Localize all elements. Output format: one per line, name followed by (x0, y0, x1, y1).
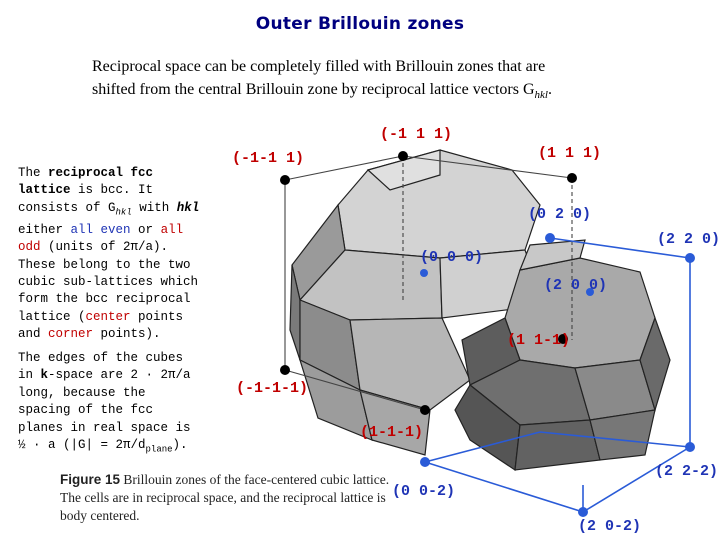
label-p020: (0 2 0) (528, 206, 592, 223)
point-0-0-m2 (420, 457, 430, 467)
intro-line-2: shifted from the central Brillouin zone … (92, 81, 535, 98)
label-p000: (0 0 0) (420, 249, 484, 266)
text-fragment: The edges of the cubes in (18, 351, 184, 383)
label-p20m2: (2 0-2) (578, 518, 642, 535)
text-center: center (85, 309, 131, 324)
point-m1-m1-1 (280, 175, 290, 185)
text-fragment: is bcc. It consists of G (18, 183, 154, 215)
central-brillouin-zone (289, 149, 546, 456)
odd-cube-edges (284, 155, 573, 411)
text-fragment: -space are 2 · 2π/a long, because the sp… (18, 368, 191, 453)
page-title: Outer Brillouin zones (255, 14, 465, 34)
point-2-2-0 (685, 253, 695, 263)
label-mm11: (-1-1 1) (232, 150, 305, 167)
text-fragment: points). (93, 327, 161, 342)
text-fragment: or (138, 222, 161, 237)
text-reciprocal-fcc: reciprocal fcc lattice (18, 166, 154, 198)
text-k: k (40, 368, 49, 383)
label-m111: (-1 1 1) (380, 126, 453, 143)
label-p22m2: (2 2-2) (655, 463, 719, 480)
label-p1m1m1: (1-1-1) (360, 424, 424, 441)
lattice-points (280, 151, 695, 517)
point-m1-1-1 (398, 151, 408, 161)
label-p11m1: (1 1-1) (507, 332, 571, 349)
shifted-brillouin-zone (454, 239, 671, 472)
figure-caption: Figure 15 Brillouin zones of the face-ce… (60, 471, 390, 525)
text-all-odd: all odd (18, 222, 184, 255)
point-2-0-m2 (578, 507, 588, 517)
subscript-plane: plane (145, 444, 173, 455)
figure-number: Figure 15 (60, 472, 121, 487)
point-0-2-0 (545, 233, 555, 243)
text-fragment: points and (18, 309, 184, 342)
even-cube-edges (424, 237, 691, 513)
point-2-0-0 (586, 288, 594, 296)
point-0-0-0 (420, 269, 428, 277)
text-fragment: ). (172, 438, 188, 453)
point-m1-m1-m1 (280, 365, 290, 375)
text-fragment: These belong to the two cubic sub-lattic… (18, 257, 199, 324)
subscript-hkl: hkl (115, 207, 132, 218)
label-p111: (1 1 1) (538, 145, 602, 162)
caption-text: Brillouin zones of the face-centered cub… (60, 472, 390, 523)
intro-text: Reciprocal space can be completely fille… (92, 55, 652, 107)
point-1-m1-m1 (420, 405, 430, 415)
label-p200: (2 0 0) (544, 277, 608, 294)
label-p00m2: (0 0-2) (392, 483, 456, 500)
text-hkl: hkl (176, 200, 200, 215)
intro-subscript: hkl (534, 89, 548, 102)
intro-line-1: Reciprocal space can be completely fille… (92, 58, 546, 75)
label-mmm1: (-1-1-1) (236, 380, 309, 397)
label-p220: (2 2 0) (657, 231, 720, 248)
point-1-1-1 (567, 173, 577, 183)
text-corner: corner (48, 327, 94, 342)
text-fragment: with (139, 200, 177, 215)
point-2-2-m2 (685, 442, 695, 452)
cube-edge-description: The edges of the cubes in k-space are 2 … (18, 350, 203, 459)
intro-period: . (547, 81, 552, 98)
text-all-even: all even (70, 222, 131, 237)
text-fragment: (units of 2π/a). (40, 240, 169, 255)
point-1-1-m1 (558, 334, 568, 344)
fcc-lattice-description: The reciprocal fcc lattice is bcc. It co… (18, 165, 203, 344)
text-fragment: either (18, 222, 71, 237)
text-fragment: The (18, 166, 49, 180)
